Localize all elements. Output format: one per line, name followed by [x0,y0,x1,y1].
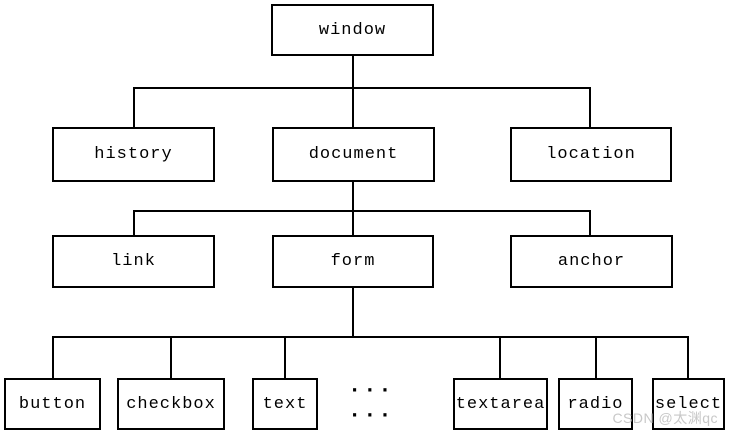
node-form: form [272,235,434,288]
node-anchor: anchor [510,235,673,288]
connector-to-document [352,87,354,127]
connector-bus-level2 [133,87,591,89]
node-button: button [4,378,101,430]
connector-bus-level4 [52,336,689,338]
connector-to-button [52,336,54,378]
node-document: document [272,127,435,182]
node-link: link [52,235,215,288]
node-text: text [252,378,318,430]
connector-to-textarea [499,336,501,378]
connector-to-checkbox [170,336,172,378]
node-select: select [652,378,725,430]
node-checkbox: checkbox [117,378,225,430]
node-history: history [52,127,215,182]
connector-document-down [352,182,354,212]
connector-to-link [133,210,135,235]
node-window: window [271,4,434,56]
ellipsis-more-nodes: ··· ··· [348,378,394,428]
connector-to-text [284,336,286,378]
connector-to-anchor [589,210,591,235]
connector-to-location [589,87,591,127]
connector-to-select [687,336,689,378]
connector-to-form [352,210,354,235]
node-textarea: textarea [453,378,548,430]
node-location: location [510,127,672,182]
connector-to-radio [595,336,597,378]
connector-to-history [133,87,135,127]
node-radio: radio [558,378,633,430]
connector-window-down [352,56,354,87]
connector-bus-level3 [133,210,591,212]
connector-form-down [352,288,354,337]
